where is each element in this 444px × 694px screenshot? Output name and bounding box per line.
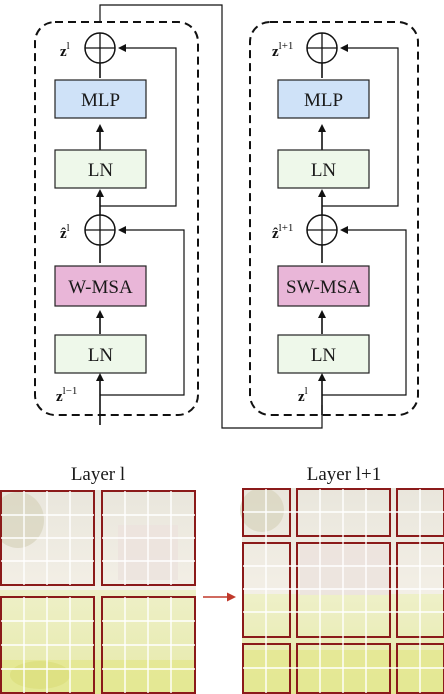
layer-l-image xyxy=(0,490,196,694)
layer-l1-patch-grid xyxy=(243,489,444,693)
left-attn-label: W-MSA xyxy=(68,277,133,298)
layer-l-title: Layer l xyxy=(71,464,125,485)
right-attn-box xyxy=(277,265,370,307)
left-ln-top-label: LN xyxy=(88,160,114,181)
left-mlp-box xyxy=(54,79,147,119)
left-mlp-label: MLP xyxy=(81,90,120,111)
right-attn-label: SW-MSA xyxy=(286,277,361,298)
left-add-mid-icon xyxy=(84,214,116,246)
left-output-var: zl xyxy=(60,40,70,60)
right-add-top-icon xyxy=(306,32,338,64)
left-ln-top-box xyxy=(54,149,147,189)
right-ln-top-label: LN xyxy=(311,160,337,181)
right-swin-block: MLP LN SW-MSA LN zl+1 ẑl+1 zl xyxy=(249,21,419,416)
right-ln-top-box xyxy=(277,149,370,189)
left-swin-block: MLP LN W-MSA LN zl ẑl zl−1 xyxy=(34,21,199,425)
left-add-top-icon xyxy=(84,32,116,64)
right-mid-var: ẑl+1 xyxy=(272,222,293,242)
left-mid-var: ẑl xyxy=(60,222,70,242)
right-add-mid-icon xyxy=(306,214,338,246)
left-ln-bottom-label: LN xyxy=(88,345,114,366)
right-ln-bottom-label: LN xyxy=(311,345,337,366)
layer-l1-title: Layer l+1 xyxy=(307,464,382,485)
right-input-var: zl xyxy=(298,385,308,405)
right-ln-bottom-box xyxy=(277,334,370,374)
right-mlp-label: MLP xyxy=(304,90,343,111)
right-mlp-box xyxy=(277,79,370,119)
layer-l-window-grid xyxy=(0,490,196,694)
layer-l-patch-grid xyxy=(1,491,195,693)
right-output-var: zl+1 xyxy=(272,40,293,60)
layer-l1-window-grid xyxy=(240,488,444,694)
left-input-var: zl−1 xyxy=(56,385,77,405)
left-attn-box xyxy=(54,265,147,307)
block-connector-line xyxy=(99,4,323,429)
left-ln-bottom-box xyxy=(54,334,147,374)
layer-l1-image xyxy=(240,488,444,694)
left-block-dashed-border xyxy=(34,21,199,416)
